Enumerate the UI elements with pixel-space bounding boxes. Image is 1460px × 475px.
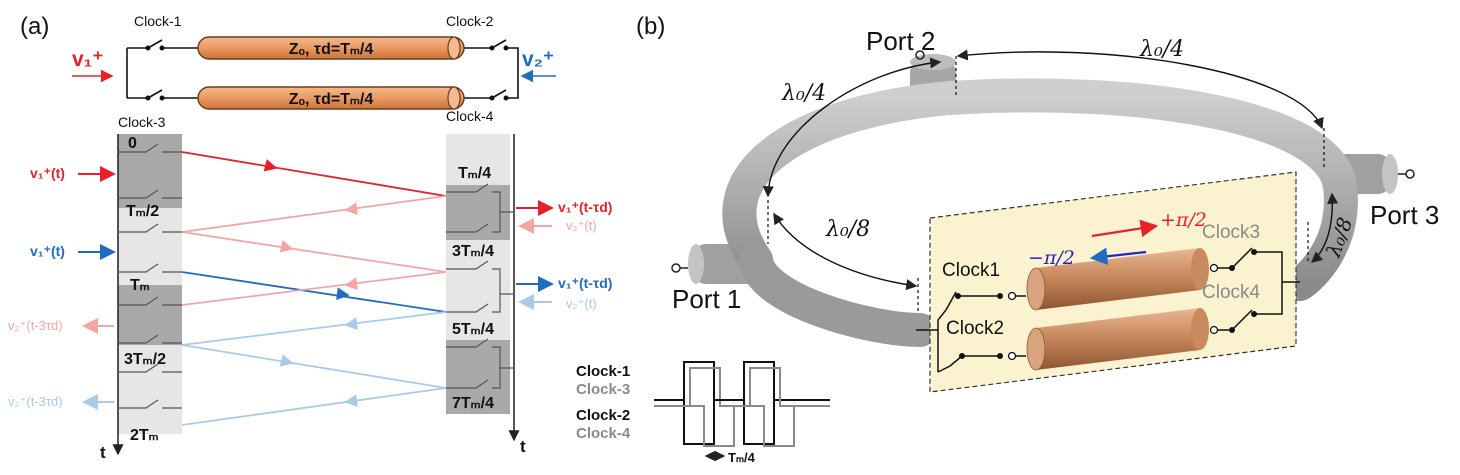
left-tick-2: Tₘ bbox=[130, 277, 150, 294]
timing-clock-3: Clock-3 bbox=[576, 381, 630, 398]
left-tick-4: 2Tₘ bbox=[130, 427, 159, 444]
tline-label-bottom: Zₒ, τd=Tₘ/4 bbox=[289, 91, 374, 108]
panel-switch-contacts bbox=[955, 249, 1257, 359]
port-1-label: Port 1 bbox=[672, 284, 741, 314]
clock1-label: Clock1 bbox=[942, 260, 1000, 281]
v1-plus-label: v₁⁺ bbox=[72, 48, 103, 71]
right-in-1: v₂⁺(t) bbox=[566, 296, 597, 311]
arc-label-bottom-left: λ₀/8 bbox=[825, 217, 870, 242]
phase-plus-arrow bbox=[1091, 219, 1159, 238]
arc-label-top-right: λ₀/4 bbox=[1139, 37, 1184, 62]
panel-switches bbox=[916, 247, 1300, 373]
port-3-label: Port 3 bbox=[1370, 200, 1439, 230]
phase-plus-label: +π/2 bbox=[1160, 209, 1207, 231]
switch-circuit bbox=[126, 39, 519, 99]
right-tick-0: Tₘ/4 bbox=[458, 165, 491, 182]
ring-lower-arm bbox=[739, 243, 937, 347]
clock-3-label: Clock-3 bbox=[118, 114, 166, 130]
clock2-label: Clock2 bbox=[946, 318, 1004, 339]
timing-clock-2: Clock-2 bbox=[576, 407, 630, 424]
left-tick-0: 0 bbox=[128, 135, 137, 152]
signal-direction-marks bbox=[263, 159, 358, 407]
dimension-ticks bbox=[767, 56, 1325, 314]
rod-top bbox=[1026, 248, 1209, 311]
right-out-1: v₁⁺(t-τd) bbox=[558, 275, 612, 291]
right-tick-3: 7Tₘ/4 bbox=[452, 395, 494, 412]
left-tick-3: 3Tₘ/2 bbox=[124, 351, 166, 368]
panel-open-contacts bbox=[1007, 263, 1219, 361]
left-time-column bbox=[118, 134, 182, 434]
clock4-label: Clock4 bbox=[1202, 282, 1261, 303]
dimension-arcs bbox=[762, 49, 1339, 291]
left-signal-1: v₁⁺(t) bbox=[30, 243, 65, 259]
left-tick-1: Tₘ/2 bbox=[126, 203, 159, 220]
right-in-0: v₂⁺(t) bbox=[566, 218, 597, 233]
right-out-0: v₁⁺(t-τd) bbox=[558, 199, 612, 215]
left-signal-3: v₂⁺(t-3τd) bbox=[8, 394, 63, 409]
panel-a-label: (a) bbox=[20, 13, 49, 40]
column-switches bbox=[118, 143, 514, 409]
phase-minus-arrow bbox=[1089, 247, 1147, 266]
clock3-label: Clock3 bbox=[1202, 222, 1260, 243]
clock-4-label: Clock-4 bbox=[446, 108, 494, 124]
v2-plus-label: v₂⁺ bbox=[522, 48, 554, 71]
left-signal-0: v₁⁺(t) bbox=[30, 165, 65, 181]
tline-label-top: Zₒ, τd=Tₘ/4 bbox=[289, 41, 374, 58]
left-signal-2: v₂⁺(t-3τd) bbox=[8, 318, 63, 333]
timing-waveforms bbox=[654, 361, 830, 447]
arc-label-top-left: λ₀/4 bbox=[781, 81, 826, 106]
port-2-label: Port 2 bbox=[866, 26, 935, 56]
transmission-line-bottom: Zₒ, τd=Tₘ/4 bbox=[197, 86, 465, 110]
right-time-column bbox=[446, 134, 510, 414]
right-tick-2: 5Tₘ/4 bbox=[452, 321, 494, 338]
panel-b-label: (b) bbox=[636, 13, 665, 40]
switch-contacts bbox=[145, 45, 509, 101]
left-t-label: t bbox=[100, 443, 106, 462]
right-tick-1: 3Tₘ/4 bbox=[452, 243, 494, 260]
timing-clock-1: Clock-1 bbox=[576, 363, 630, 380]
phase-minus-label: −π/2 bbox=[1028, 247, 1075, 269]
timing-delay-label: Tₘ/4 bbox=[728, 450, 756, 465]
transmission-line-top: Zₒ, τd=Tₘ/4 bbox=[197, 36, 465, 60]
timing-clock-4: Clock-4 bbox=[576, 425, 631, 442]
rod-bottom bbox=[1026, 308, 1209, 371]
clock-2-label: Clock-2 bbox=[446, 13, 494, 29]
signal-paths bbox=[181, 151, 447, 426]
clock-1-label: Clock-1 bbox=[134, 13, 182, 29]
right-t-label: t bbox=[520, 437, 526, 456]
